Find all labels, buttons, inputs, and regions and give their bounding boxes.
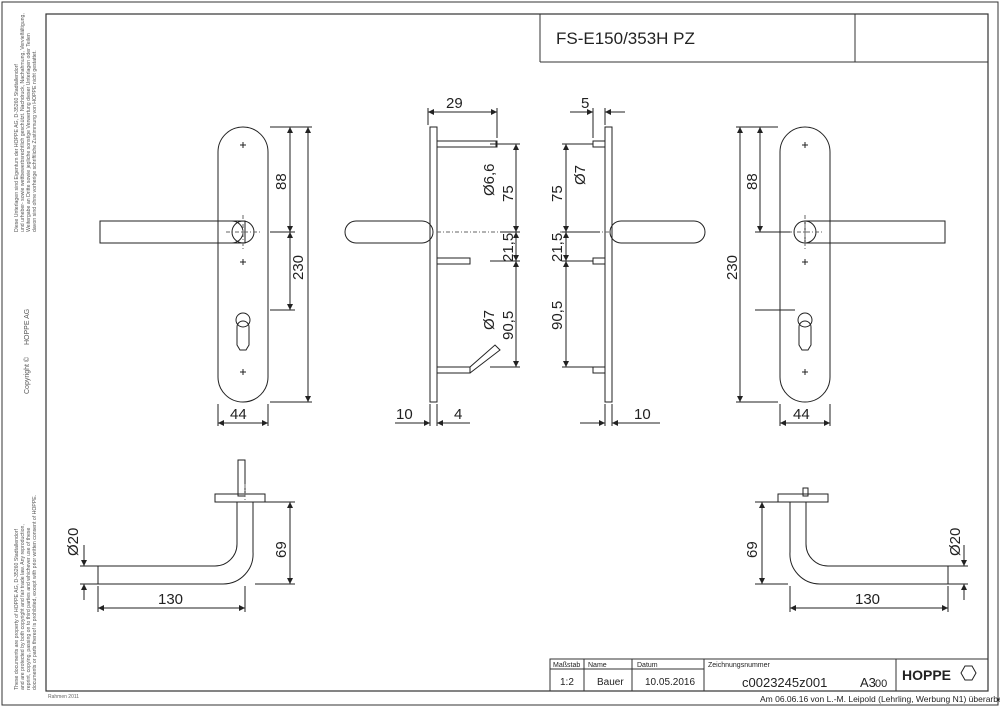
dim-side-left-dia7: Ø7	[481, 310, 498, 330]
dim-lever-left-dia20: Ø20	[65, 528, 82, 556]
tb-scale-label: Maßstab	[553, 662, 580, 669]
title-box: FS-E150/353H PZ	[539, 14, 988, 63]
tb-drawing-no-value: c0023245z001	[742, 675, 827, 690]
cylinder-cutout	[236, 320, 250, 351]
dim-front-right-44: 44	[793, 406, 810, 423]
dim-side-left-75: 75	[500, 185, 517, 202]
dim-front-left-230: 230	[290, 255, 307, 280]
company-label: HOPPE AG	[24, 308, 31, 345]
escutcheon-plate-right	[779, 126, 831, 403]
drawing-title: FS-E150/353H PZ	[556, 29, 695, 48]
dim-side-right-75: 75	[549, 185, 566, 202]
dim-lever-left-130: 130	[158, 591, 183, 608]
lever-top-view-left	[80, 459, 295, 612]
side-note-bottom-line: documents or parts thereof is prohibited…	[32, 494, 38, 690]
dim-side-left-4: 4	[454, 406, 462, 423]
side-note-top-line: davon sind ohne vorherige schriftliche Z…	[32, 50, 38, 232]
side-lever-left	[344, 220, 434, 244]
footer-small: Rahmen 2011	[48, 694, 80, 700]
dim-side-left-dia66: Ø6,6	[481, 163, 498, 196]
front-view-left	[99, 126, 312, 426]
side-view-right	[560, 108, 706, 426]
dim-front-right-88: 88	[744, 173, 761, 190]
tb-drawing-no-label: Zeichnungsnummer	[708, 662, 771, 669]
front-view-right	[736, 126, 946, 426]
lever-handle-end	[231, 220, 244, 244]
side-note-top: Diese Unterlagen sind Eigentum der HOPPE…	[14, 13, 38, 232]
dim-side-left-29: 29	[446, 95, 463, 112]
revision-note: Am 06.06.16 von L.-M. Leipold (Lehrling,…	[760, 694, 1000, 704]
cylinder-cutout-right	[798, 320, 812, 351]
dim-front-left-88: 88	[273, 173, 290, 190]
tb-date-value: 10.05.2016	[645, 677, 695, 688]
dim-lever-right-69: 69	[744, 541, 761, 558]
dim-side-left-90-5: 90,5	[500, 311, 517, 340]
lever-body-left	[97, 501, 254, 585]
copyright-label: Copyright ©	[24, 356, 31, 394]
tb-name-value: Bauer	[597, 677, 624, 688]
lever-body-right	[789, 501, 949, 585]
dim-side-left-21-5: 21,5	[500, 233, 517, 262]
tb-format-suffix: 00	[875, 678, 887, 690]
side-plate-left	[429, 126, 438, 403]
tb-scale-value: 1:2	[560, 677, 574, 688]
dim-lever-right-dia20: Ø20	[947, 528, 964, 556]
lever-handle	[99, 220, 246, 244]
side-lever-right	[609, 220, 706, 244]
dim-side-right-10: 10	[634, 406, 651, 423]
title-block	[549, 658, 989, 692]
brand-logo: HOPPE	[902, 667, 951, 683]
dim-lever-left-69: 69	[273, 541, 290, 558]
inner-frame	[45, 13, 989, 692]
brand-logo-mark	[960, 665, 977, 681]
dim-side-right-90-5: 90,5	[549, 301, 566, 330]
dim-side-right-dia7: Ø7	[572, 165, 589, 185]
lever-handle-right	[804, 220, 946, 244]
tb-name-label: Name	[588, 662, 607, 669]
dim-front-left-44: 44	[230, 406, 247, 423]
side-view-left	[344, 108, 520, 426]
escutcheon-plate	[217, 126, 269, 403]
tb-date-label: Datum	[637, 662, 658, 669]
tb-format: A3	[860, 675, 876, 690]
dim-side-right-5: 5	[581, 95, 589, 112]
dim-side-left-10: 10	[396, 406, 413, 423]
lever-top-view-right	[755, 487, 968, 612]
dim-side-right-21-5: 21,5	[549, 233, 566, 262]
dim-front-right-230: 230	[724, 255, 741, 280]
side-note-bottom: These documents are property of HOPPE AG…	[14, 495, 38, 690]
side-plate-right	[604, 126, 613, 403]
dim-lever-right-130: 130	[855, 591, 880, 608]
